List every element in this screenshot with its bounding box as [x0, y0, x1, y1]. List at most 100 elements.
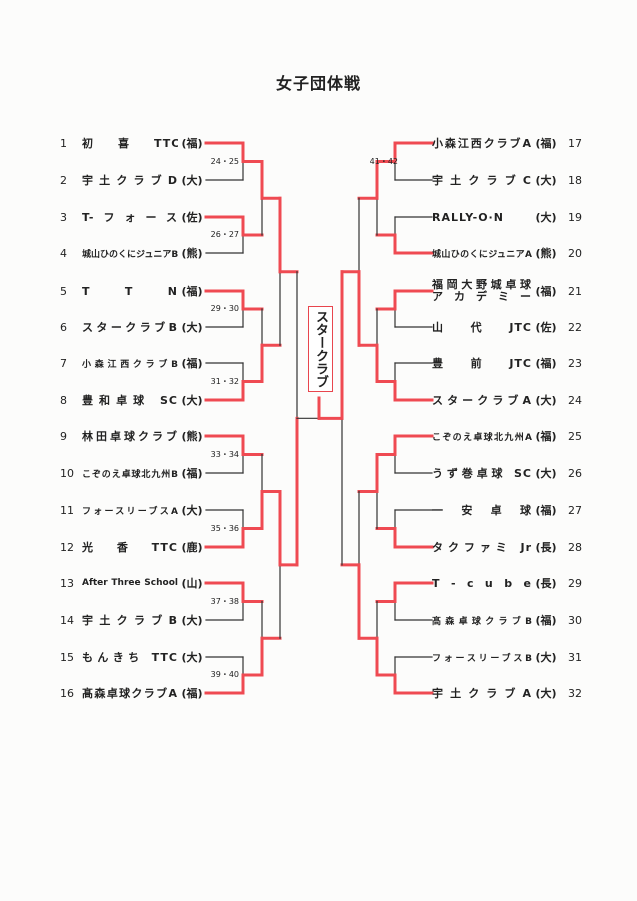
team-entry: 16 髙森卓球クラブA(福): [60, 685, 206, 701]
match-number-label: 26・27: [210, 230, 239, 239]
prefecture: (福): [181, 687, 203, 700]
prefecture: (福): [535, 430, 557, 443]
match-number-label: 24・25: [210, 156, 239, 166]
champion-name: スタークラブ: [313, 310, 328, 388]
team-entry: RALLY-O·N(大)19: [432, 209, 582, 225]
team-entry: 城山ひのくにジュニアA(熊)20: [432, 245, 582, 261]
team-entry: フォースリーブスB(大) 31: [432, 649, 582, 665]
team-entry: こぞのえ卓球北九州A(福) 25: [432, 428, 582, 444]
prefecture: (福): [535, 504, 557, 517]
prefecture: (福): [181, 467, 203, 480]
prefecture: (福): [181, 137, 203, 150]
prefecture: (福): [535, 137, 557, 150]
team-name: タクファミ Jr: [432, 541, 532, 554]
team-name: うず巻卓球 SC: [432, 467, 532, 480]
team-name: 髙森卓球クラブA: [82, 687, 178, 700]
seed-number: 5: [60, 284, 67, 298]
team-name: 宇土クラブA: [432, 687, 532, 700]
seed-number: 15: [60, 650, 74, 664]
team-name: 山 代 JTC: [432, 321, 532, 334]
prefecture: (佐): [181, 211, 203, 224]
prefecture: (大): [535, 687, 557, 700]
team-name: フォースリーブスA: [82, 506, 178, 517]
seed-number: 1: [60, 136, 67, 150]
match-number-label: 41・42: [369, 156, 398, 166]
seed-number: 26: [568, 466, 582, 480]
team-entry: 小森江西クラブA(福)17: [432, 135, 582, 151]
team-name: T-フォース: [82, 211, 178, 224]
team-name: こぞのえ卓球北九州A: [432, 432, 532, 443]
match-number-label: 29・30: [210, 304, 239, 313]
seed-number: 31: [568, 650, 582, 664]
prefecture: (長): [535, 541, 557, 554]
prefecture: (大): [535, 174, 557, 187]
seed-number: 29: [568, 576, 582, 590]
prefecture: (大): [181, 614, 203, 627]
team-entry: 宇土クラブA(大)32: [432, 685, 582, 701]
team-entry: 宇土クラブC(大)18: [432, 172, 582, 188]
team-name: 初 喜 TTC: [82, 137, 178, 150]
prefecture: (大): [535, 211, 557, 224]
prefecture: (大): [535, 467, 557, 480]
prefecture: (熊): [535, 247, 557, 260]
seed-number: 4: [60, 246, 67, 260]
seed-number: 16: [60, 686, 74, 700]
seed-number: 27: [568, 503, 582, 517]
team-name: T - c u b e: [432, 576, 532, 590]
match-number-label: 35・36: [210, 523, 239, 533]
team-entry: タクファミ Jr(長)28: [432, 539, 582, 555]
team-name: 宇土クラブB: [82, 614, 178, 627]
prefecture: (大): [181, 394, 203, 407]
prefecture: (山): [181, 577, 203, 590]
prefecture: (大): [535, 394, 557, 407]
match-number-label: 33・34: [210, 449, 239, 459]
seed-number: 25: [568, 429, 582, 443]
prefecture: (福): [181, 357, 203, 370]
prefecture: (福): [535, 285, 557, 298]
page-title: 女子団体戦: [275, 74, 361, 93]
team-name: もんきち TTC: [82, 651, 178, 664]
team-name: 宇土クラブD: [82, 174, 178, 187]
team-name: 宇土クラブC: [432, 174, 532, 187]
prefecture: (福): [181, 285, 203, 298]
prefecture: (熊): [181, 430, 203, 443]
team-name: 髙森卓球クラブB: [432, 616, 532, 627]
prefecture: (大): [181, 321, 203, 334]
match-number-label: 39・40: [210, 670, 239, 679]
team-name: 豊和卓球 SC: [82, 394, 178, 407]
team-name: 城山ひのくにジュニアA: [432, 249, 532, 260]
team-entry: T - c u b e(長)29: [432, 575, 582, 591]
team-entry: 髙森卓球クラブB(福)30: [432, 612, 582, 628]
team-name: 福岡大野城卓球 アカデミー: [432, 279, 532, 303]
prefecture: (熊): [181, 247, 203, 260]
team-name: 豊 前 JTC: [432, 357, 532, 370]
team-name: スタークラブA: [432, 394, 532, 407]
team-name: フォースリーブスB: [432, 653, 532, 664]
prefecture: (大): [535, 651, 557, 664]
seed-number: 21: [568, 284, 582, 298]
team-entry: 一 安 卓 球(福) 27: [432, 502, 582, 518]
team-entry: 豊 前 JTC(福)23: [432, 355, 582, 371]
team-name: スタークラブB: [82, 321, 178, 334]
team-name: 一 安 卓 球: [432, 504, 532, 517]
match-number-label: 37・38: [210, 596, 239, 606]
team-name: 光香TTC: [82, 541, 178, 554]
team-name: こぞのえ卓球北九州B: [82, 469, 178, 480]
seed-number: 23: [568, 356, 582, 370]
seed-number: 22: [568, 320, 582, 334]
prefecture: (佐): [535, 321, 557, 334]
prefecture: (大): [181, 174, 203, 187]
team-name: After Three School: [82, 578, 178, 588]
prefecture: (鹿): [181, 541, 203, 554]
